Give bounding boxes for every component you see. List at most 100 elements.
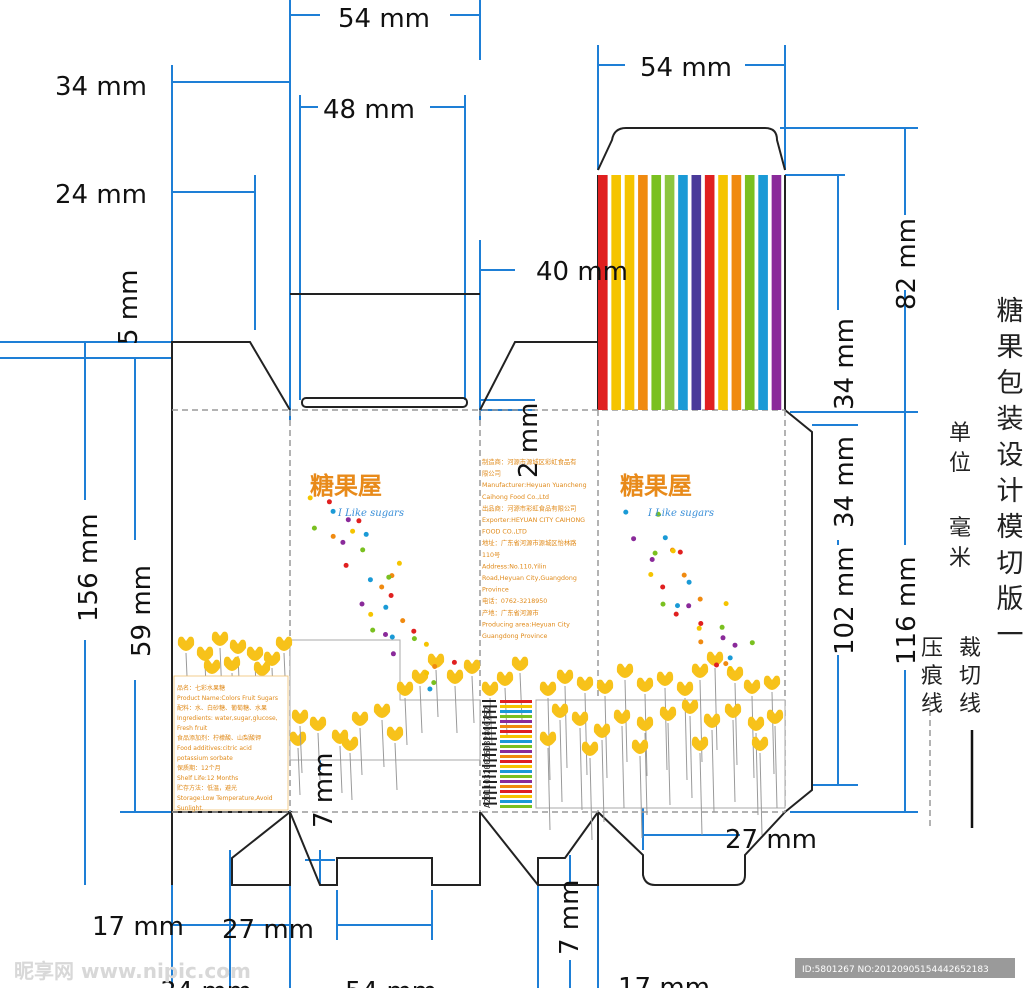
unit-value: 毫米: [949, 516, 971, 571]
tulip-flower: [289, 731, 307, 746]
tulip-flower: [581, 741, 599, 756]
rainbow-stripe: [771, 175, 782, 410]
barcode-stripe: [500, 725, 532, 728]
rainbow-stripe: [678, 175, 688, 410]
tulip-flower: [556, 669, 574, 684]
label-line: 电话：0762-3218950: [482, 596, 547, 605]
barcode-stripe: [500, 705, 532, 708]
tulip-flower: [496, 671, 514, 686]
barcode-stripe: [500, 805, 532, 808]
tulip-flower: [743, 679, 761, 694]
label-line: Road,Heyuan City,Guangdong: [482, 575, 577, 582]
barcode-stripe: [500, 710, 532, 713]
dim-top-48: 48 mm: [323, 95, 415, 125]
label-line: Ingredients: water,sugar,glucose,: [177, 715, 278, 722]
label-line: Manufacturer:Heyuan Yuancheng: [482, 482, 587, 489]
dim-right-54: 54 mm: [640, 53, 732, 83]
tulip-stem: [471, 675, 475, 724]
label-line: 品名：七彩水果糖: [177, 684, 225, 692]
candy-dot: [340, 539, 346, 545]
dim-right-82: 82 mm: [892, 218, 922, 310]
tulip-flower: [291, 709, 309, 724]
candy-dot: [379, 584, 385, 590]
rainbow-stripe: [691, 175, 702, 410]
candy-dot: [670, 548, 676, 554]
rainbow-stripe: [704, 175, 715, 410]
candy-dot: [686, 579, 692, 585]
barcode-bar: [483, 748, 497, 751]
tulip-flower: [656, 671, 674, 686]
barcode-bar: [482, 700, 496, 702]
barcode-stripe: [500, 745, 532, 748]
rainbow-stripe: [744, 175, 755, 410]
candy-dot: [343, 562, 349, 568]
tulip-stem: [621, 725, 625, 809]
barcode-stripe: [500, 740, 532, 743]
barcode-stripe: [500, 800, 532, 803]
brand-slogan-right: I Like sugars: [647, 508, 714, 519]
candy-dot: [424, 670, 430, 676]
brand-name-left: 糖果屋: [310, 472, 382, 500]
rainbow-stripe: [664, 175, 675, 410]
candy-dot: [749, 640, 755, 646]
barcode-stripe: [500, 770, 532, 773]
candy-dot: [383, 604, 389, 610]
barcode-bar: [482, 754, 496, 756]
dim-left-156: 156 mm: [74, 513, 104, 622]
candy-dot: [386, 574, 392, 580]
tulip-flower: [351, 711, 369, 726]
tulip-flower: [481, 681, 499, 696]
candy-dot: [311, 525, 317, 531]
tulip-stem: [664, 687, 668, 771]
brand-logo-left: 糖果屋 I Like sugars: [310, 472, 404, 519]
barcode-stripe: [500, 720, 532, 723]
dim-mid-7a: 7 mm: [309, 753, 339, 828]
watermark-site: 昵享网 www.nipic.com: [14, 959, 251, 983]
candy-dot: [686, 603, 692, 609]
dim-bottom-27a: 27 mm: [222, 915, 314, 945]
tulip-flower: [706, 651, 724, 666]
barcode-bar: [483, 791, 497, 794]
barcode-bar: [483, 802, 497, 805]
barcode-bar: [482, 710, 496, 713]
tulip-flower: [631, 739, 649, 754]
tulip-stem: [689, 715, 693, 799]
rainbow-stripe: [598, 175, 608, 410]
tulip-stem: [644, 693, 648, 777]
candy-dot: [389, 634, 395, 640]
barcode-stripe: [500, 765, 532, 768]
tulip-flower: [211, 631, 229, 646]
barcode-bar: [483, 737, 497, 740]
label-line: Address:No.110,Yilin: [482, 563, 547, 570]
watermark-id-bar: [795, 958, 1015, 978]
barcode-bar: [482, 732, 496, 735]
barcode-bar: [483, 759, 497, 762]
dim-bottom-27b: 27 mm: [725, 825, 817, 855]
tulip-stem: [579, 727, 583, 811]
barcode-stripe: [500, 775, 532, 778]
tulip-stem: [751, 695, 755, 779]
candy-dot: [727, 666, 733, 671]
tulip-flower: [659, 706, 677, 721]
barcode-stripe: [500, 785, 532, 788]
candy-dot: [720, 635, 726, 641]
label-line: Sunlight.: [177, 805, 204, 812]
tulip-stem: [584, 692, 588, 776]
candy-dot: [370, 627, 376, 633]
tulip-flower: [396, 681, 414, 696]
barcode: A20110320026032800752: [482, 700, 532, 808]
candy-dot: [727, 655, 733, 661]
tulip-stem: [359, 727, 363, 776]
barcode-bar: [482, 786, 496, 789]
dim-mid-2: 2 mm: [514, 403, 544, 478]
tulip-stem: [381, 719, 385, 768]
candy-dot: [390, 651, 396, 657]
dim-left-5: 5 mm: [114, 270, 144, 345]
tulip-flower: [196, 646, 214, 661]
label-line: Storage:Low Temperature,Avoid: [177, 795, 273, 802]
barcode-stripe: [500, 760, 532, 763]
candy-dot: [662, 535, 668, 541]
barcode-bar: [482, 721, 496, 724]
label-line: 制造商：河源市源城区彩虹食品有: [482, 457, 576, 466]
